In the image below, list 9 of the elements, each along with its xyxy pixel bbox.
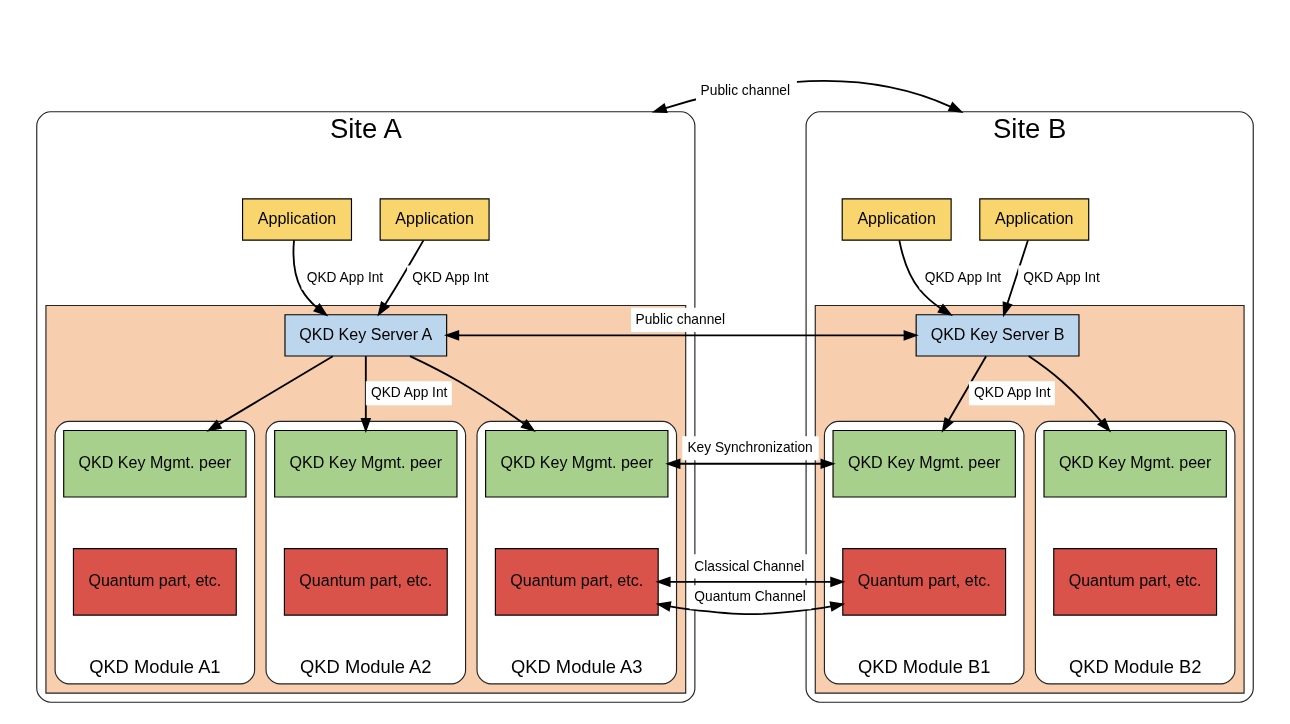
edge-label: QKD App Int: [974, 385, 1051, 401]
edge-label: QKD App Int: [306, 269, 384, 285]
edge-label: QKD App Int: [1023, 269, 1100, 285]
edge-label: QKD App Int: [924, 269, 1002, 285]
edge-label: QKD App Int: [412, 269, 489, 285]
edge-label: Quantum Channel: [694, 589, 806, 605]
edge-label: Public channel: [700, 82, 791, 98]
edge-label: QKD App Int: [370, 385, 448, 401]
edge-label: Classical Channel: [694, 558, 805, 574]
